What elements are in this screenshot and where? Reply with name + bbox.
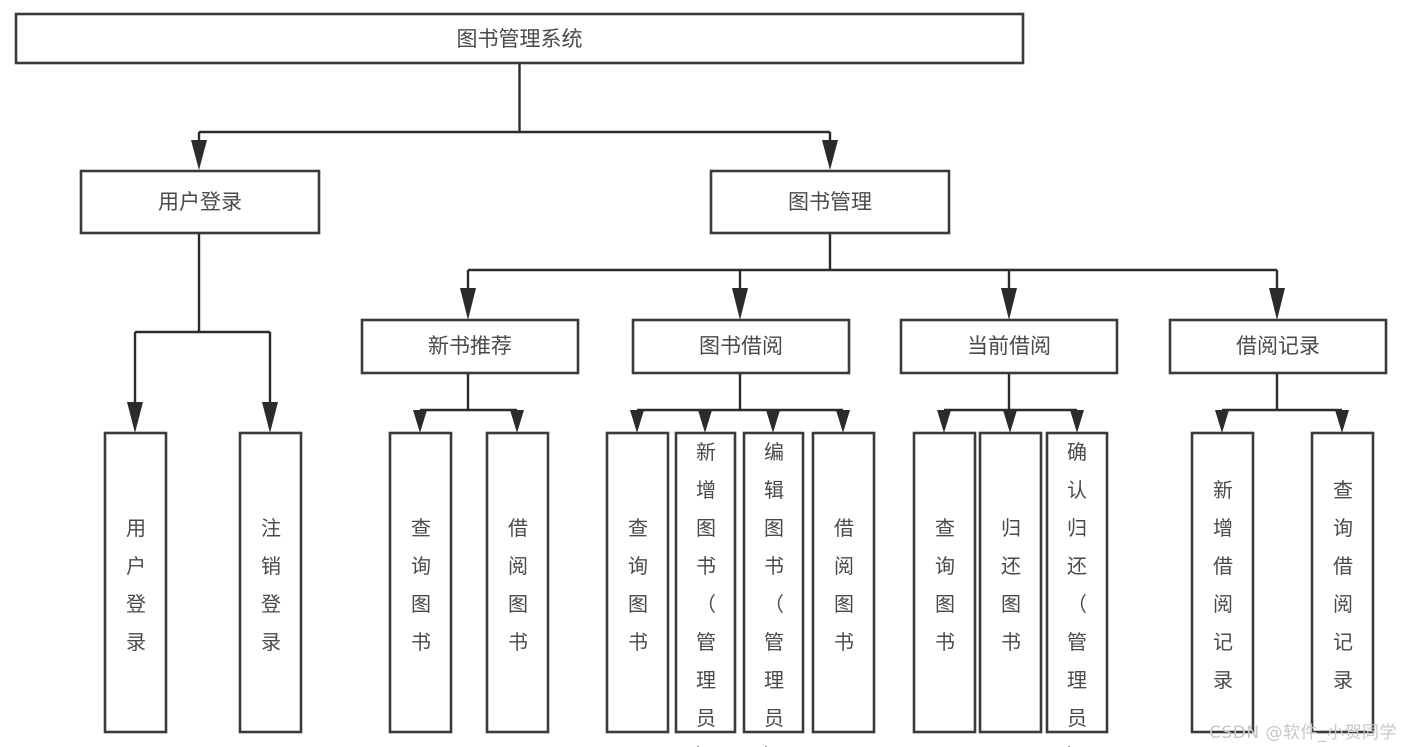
node-book-borrow-label: 图书借阅 xyxy=(699,334,783,358)
leaf-user-logout[interactable]: 注销登录 xyxy=(238,431,303,734)
arrow-borrow-record-leaf-0 xyxy=(1215,410,1229,433)
node-new-book-recommend[interactable]: 新书推荐 xyxy=(360,318,580,375)
arrow-book-borrow-leaf-3 xyxy=(836,410,850,433)
arrow-user-login-leaf-0 xyxy=(127,402,143,433)
leaf-user-login-box[interactable] xyxy=(103,431,168,734)
leaf-user-login-label: 用户登录 xyxy=(126,516,146,654)
leaf-query-record[interactable]: 查询借阅记录 xyxy=(1310,431,1375,734)
leaf-edit-book[interactable]: 编辑图书（管理员） xyxy=(742,431,805,747)
leaf-user-logout-label: 注销登录 xyxy=(261,516,281,654)
leaf-return-book[interactable]: 归还图书 xyxy=(978,431,1043,734)
leaf-query-book-3-box[interactable] xyxy=(912,431,977,734)
arrow-user-login-leaf-1 xyxy=(262,402,278,433)
node-borrow-record[interactable]: 借阅记录 xyxy=(1168,318,1388,375)
connector-layer xyxy=(127,63,1349,433)
arrow-book-manage-to-book-borrow xyxy=(732,288,748,320)
node-root-box[interactable] xyxy=(14,12,1025,65)
leaf-add-book-box[interactable] xyxy=(674,431,737,734)
node-current-borrow[interactable]: 当前借阅 xyxy=(899,318,1119,375)
leaf-borrow-book-2-label: 借阅图书 xyxy=(834,516,854,654)
leaf-query-book-1-label: 查询图书 xyxy=(411,516,431,654)
leaf-confirm-return-label: 确认归还（管理员） xyxy=(1067,440,1087,747)
leaf-query-record-box[interactable] xyxy=(1310,431,1375,734)
leaf-query-book-3-label: 查询图书 xyxy=(935,516,955,654)
arrow-borrow-record-leaf-1 xyxy=(1335,410,1349,433)
node-book-borrow-box[interactable] xyxy=(631,318,851,375)
leaf-borrow-book-2[interactable]: 借阅图书 xyxy=(811,431,876,734)
leaf-confirm-return[interactable]: 确认归还（管理员） xyxy=(1045,431,1109,747)
leaf-query-book-2-label: 查询图书 xyxy=(628,516,648,654)
node-root-label: 图书管理系统 xyxy=(457,27,583,51)
leaf-query-record-label: 查询借阅记录 xyxy=(1333,478,1353,692)
node-book-manage-label: 图书管理 xyxy=(788,190,872,214)
leaf-query-book-3[interactable]: 查询图书 xyxy=(912,431,977,734)
leaf-borrow-book-2-box[interactable] xyxy=(811,431,876,734)
node-new-book-recommend-label: 新书推荐 xyxy=(428,334,512,358)
leaf-query-book-2[interactable]: 查询图书 xyxy=(605,431,670,734)
leaf-add-record-box[interactable] xyxy=(1190,431,1255,734)
arrow-current-borrow-leaf-2 xyxy=(1070,410,1084,433)
node-borrow-record-box[interactable] xyxy=(1168,318,1388,375)
leaf-query-book-1[interactable]: 查询图书 xyxy=(388,431,453,734)
arrow-book-manage-to-current-borrow xyxy=(1001,288,1017,320)
arrow-book-borrow-leaf-1 xyxy=(698,410,712,433)
leaf-user-logout-box[interactable] xyxy=(238,431,303,734)
leaf-edit-book-box[interactable] xyxy=(742,431,805,734)
arrow-current-borrow-leaf-0 xyxy=(937,410,951,433)
leaf-borrow-book-1[interactable]: 借阅图书 xyxy=(485,431,550,734)
leaf-borrow-book-1-box[interactable] xyxy=(485,431,550,734)
leaf-add-record-label: 新增借阅记录 xyxy=(1213,478,1233,692)
node-book-manage[interactable]: 图书管理 xyxy=(709,169,951,235)
node-current-borrow-box[interactable] xyxy=(899,318,1119,375)
arrow-current-borrow-leaf-1 xyxy=(1003,410,1017,433)
node-book-manage-box[interactable] xyxy=(709,169,951,235)
arrow-book-manage-to-borrow-record xyxy=(1269,288,1285,320)
arrow-root-to-book-manage xyxy=(822,140,838,170)
arrow-new-book-recommend-leaf-1 xyxy=(510,410,524,433)
leaf-borrow-book-1-label: 借阅图书 xyxy=(508,516,528,654)
leaf-user-login[interactable]: 用户登录 xyxy=(103,431,168,734)
node-book-borrow[interactable]: 图书借阅 xyxy=(631,318,851,375)
arrow-book-borrow-leaf-0 xyxy=(630,410,644,433)
leaf-query-book-2-box[interactable] xyxy=(605,431,670,734)
leaf-return-book-box[interactable] xyxy=(978,431,1043,734)
node-current-borrow-label: 当前借阅 xyxy=(967,334,1051,358)
leaf-return-book-label: 归还图书 xyxy=(1001,516,1021,654)
node-user-login[interactable]: 用户登录 xyxy=(79,169,321,235)
arrow-book-manage-to-new-book-recommend xyxy=(460,288,476,320)
node-borrow-record-label: 借阅记录 xyxy=(1236,334,1320,358)
arrow-book-borrow-leaf-2 xyxy=(766,410,780,433)
leaf-add-book[interactable]: 新增图书（管理员） xyxy=(674,431,737,747)
node-user-login-label: 用户登录 xyxy=(158,190,242,214)
leaf-add-book-label: 新增图书（管理员） xyxy=(696,440,716,747)
arrow-root-to-user-login xyxy=(191,140,207,170)
leaf-edit-book-label: 编辑图书（管理员） xyxy=(764,440,784,747)
leaf-add-record[interactable]: 新增借阅记录 xyxy=(1190,431,1255,734)
node-user-login-box[interactable] xyxy=(79,169,321,235)
node-new-book-recommend-box[interactable] xyxy=(360,318,580,375)
leaf-query-book-1-box[interactable] xyxy=(388,431,453,734)
node-root[interactable]: 图书管理系统 xyxy=(14,12,1025,65)
leaf-confirm-return-box[interactable] xyxy=(1045,431,1109,734)
arrow-new-book-recommend-leaf-0 xyxy=(413,410,427,433)
